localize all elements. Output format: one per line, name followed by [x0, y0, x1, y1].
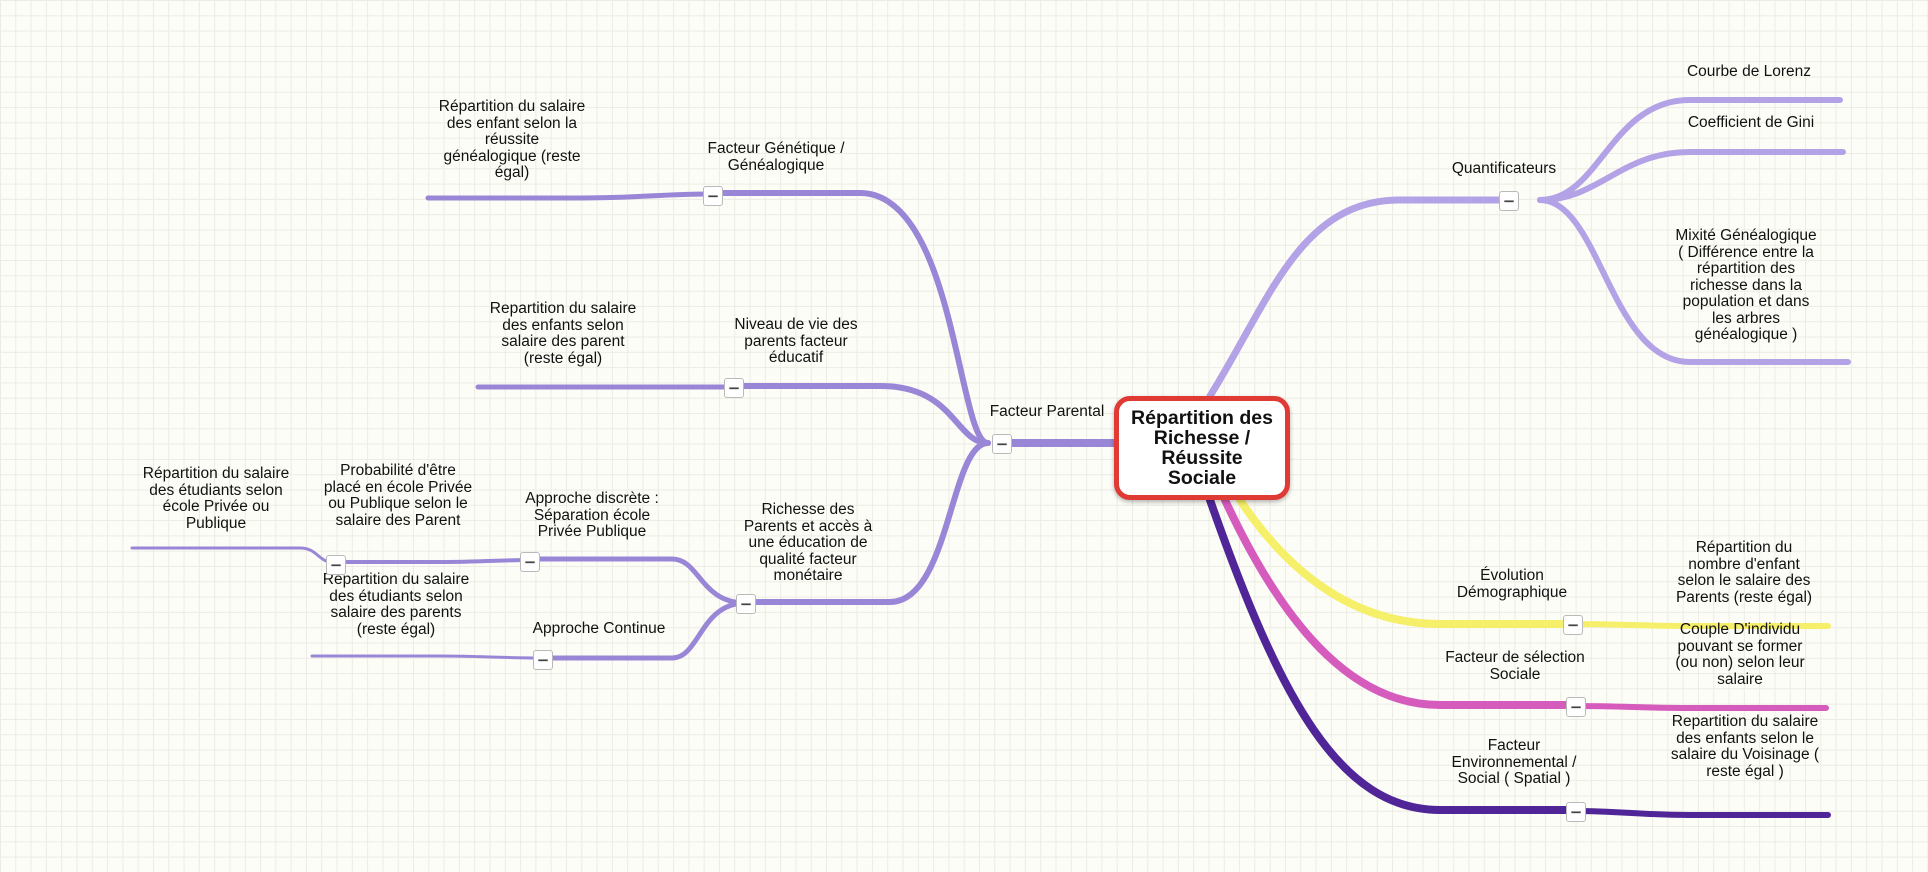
connector-environnemental-leaf — [1572, 808, 1831, 818]
connector-selection-leaf — [1572, 703, 1829, 711]
label-repartition-etudiants-salaire[interactable]: Repartition du salaire des étudiants sel… — [322, 571, 470, 638]
label-genetique[interactable]: Facteur Génétique / Généalogique — [707, 140, 845, 174]
collapse-toggle-evolution[interactable]: − — [1563, 615, 1583, 635]
connector-parental-richesse — [743, 440, 991, 605]
label-quantificateurs[interactable]: Quantificateurs — [1451, 160, 1557, 177]
root-title: Répartition des Richesse / Réussite Soci… — [1131, 407, 1273, 489]
collapse-toggle-quantificateurs[interactable]: − — [1499, 191, 1519, 211]
label-mixite[interactable]: Mixité Généalogique ( Différence entre l… — [1675, 227, 1817, 343]
leaf-environnemental[interactable]: Repartition du salaire des enfants selon… — [1670, 713, 1820, 780]
label-evolution[interactable]: Évolution Démographique — [1456, 567, 1568, 601]
label-probabilite[interactable]: Probabilité d'être placé en école Privée… — [323, 462, 473, 529]
connector-root-environnemental — [1206, 496, 1574, 814]
collapse-toggle-approche-discrete[interactable]: − — [520, 552, 540, 572]
connector-richesse-discrete — [527, 556, 749, 606]
root-node[interactable]: Répartition des Richesse / Réussite Soci… — [1114, 396, 1290, 500]
label-approche-continue[interactable]: Approche Continue — [532, 620, 666, 637]
collapse-toggle-approche-continue[interactable]: − — [533, 650, 553, 670]
label-selection[interactable]: Facteur de sélection Sociale — [1445, 649, 1585, 683]
connector-genetique-leaf — [425, 191, 715, 201]
connector-probabilite-leaf — [130, 546, 338, 565]
collapse-toggle-environnemental[interactable]: − — [1566, 802, 1586, 822]
leaf-selection[interactable]: Couple D'individu pouvant se former (ou … — [1675, 621, 1805, 688]
label-approche-discrete[interactable]: Approche discrète : Séparation école Pri… — [525, 490, 659, 540]
connector-quant-gini — [1537, 149, 1846, 203]
connector-richesse-continue — [540, 600, 749, 661]
label-niveau-vie[interactable]: Niveau de vie des parents facteur éducat… — [734, 316, 858, 366]
connector-parental-genetique — [717, 190, 991, 446]
connector-root-evolution — [1236, 496, 1574, 628]
connector-discrete-probabilite — [333, 558, 532, 564]
collapse-toggle-niveau-vie[interactable]: − — [724, 378, 744, 398]
connector-root-selection — [1221, 496, 1574, 709]
collapse-toggle-selection[interactable]: − — [1566, 697, 1586, 717]
collapse-toggle-probabilite[interactable]: − — [326, 555, 346, 575]
label-environnemental[interactable]: Facteur Environnemental / Social ( Spati… — [1451, 737, 1577, 787]
label-facteur-parental[interactable]: Facteur Parental — [989, 403, 1105, 420]
leaf-evolution[interactable]: Répartition du nombre d'enfant selon le … — [1675, 539, 1813, 606]
connector-root-quantificateurs — [1206, 196, 1512, 400]
label-gini[interactable]: Coefficient de Gini — [1687, 114, 1815, 131]
label-repartition-etudiants-ecole[interactable]: Répartition du salaire des étudiants sel… — [142, 465, 290, 532]
connector-quant-mixite — [1537, 197, 1851, 365]
collapse-toggle-richesse-parents[interactable]: − — [736, 594, 756, 614]
leaf-niveau-vie[interactable]: Repartition du salaire des enfants selon… — [489, 300, 637, 367]
collapse-toggle-facteur-parental[interactable]: − — [992, 434, 1012, 454]
label-lorenz[interactable]: Courbe de Lorenz — [1686, 63, 1812, 80]
connector-evolution-leaf — [1567, 621, 1831, 629]
leaf-genetique[interactable]: Répartition du salaire des enfant selon … — [438, 98, 586, 181]
label-richesse-parents[interactable]: Richesse des Parents et accès à une éduc… — [743, 501, 873, 584]
connector-parental-niveau — [732, 383, 991, 446]
connector-continue-leaf — [310, 654, 542, 660]
collapse-toggle-genetique[interactable]: − — [703, 186, 723, 206]
